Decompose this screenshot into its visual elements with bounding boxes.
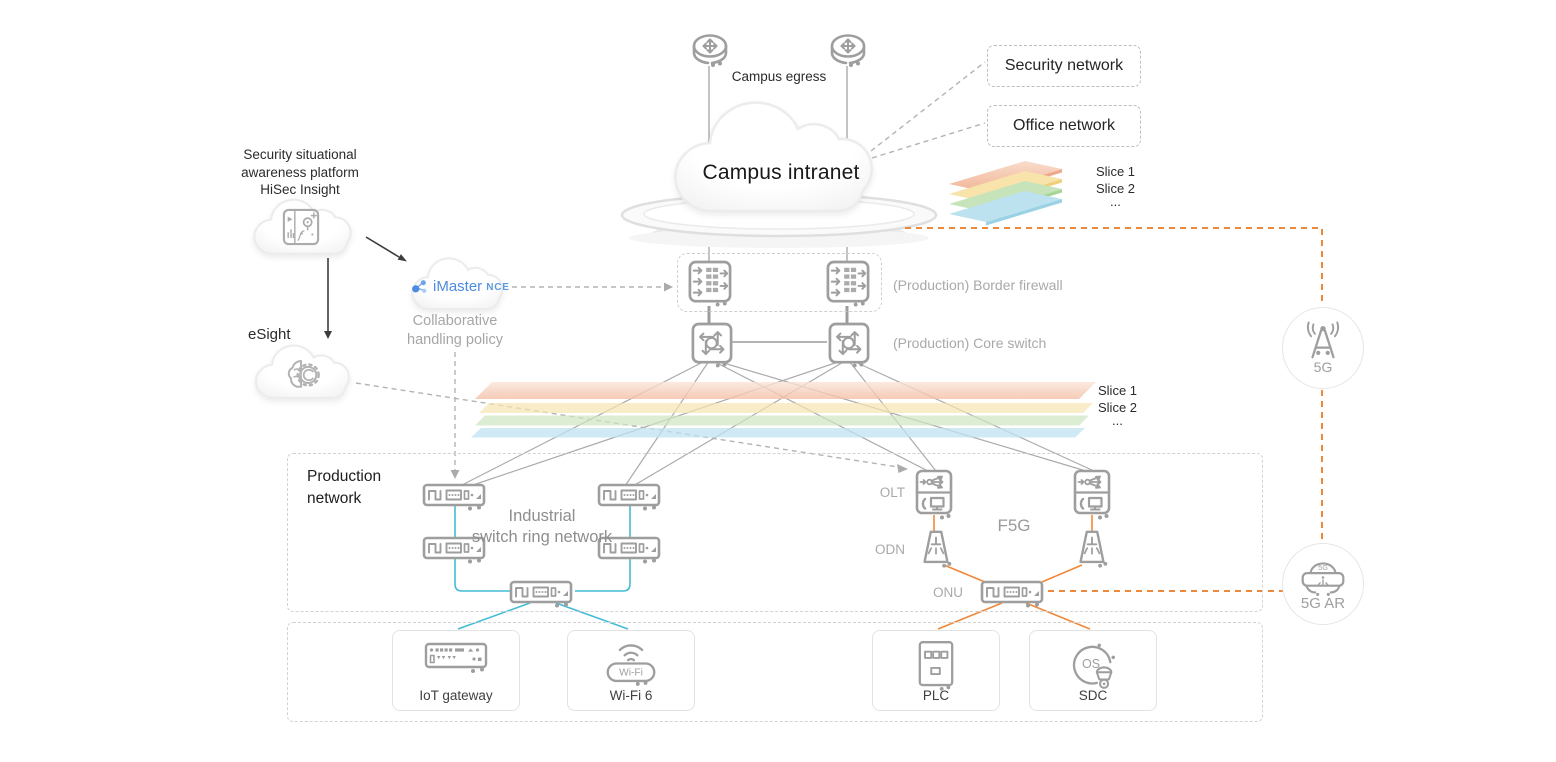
- hisec-line3: HiSec Insight: [260, 182, 340, 197]
- plc-card: PLC: [872, 630, 1000, 711]
- collab-policy-label: Collaborative handling policy: [407, 312, 503, 349]
- campus-egress-label: Campus egress: [731, 69, 827, 84]
- industrial-ring-line1: Industrial: [508, 507, 576, 525]
- slice-top-2-label: Slice 2: [1096, 181, 1136, 196]
- cloud-network-dashed-links: [870, 61, 986, 159]
- sdc-label: SDC: [1078, 688, 1108, 703]
- slice-mid-1-label: Slice 1: [1098, 383, 1138, 398]
- iot-gateway-card: IoT gateway: [392, 630, 520, 711]
- hisec-line1: Security situational: [243, 147, 357, 162]
- imaster-suffix-label: NCE: [486, 282, 510, 293]
- sdc-camera-icon: OS: [1067, 640, 1119, 692]
- slice-mid-more-label: ...: [1112, 413, 1123, 428]
- hisec-awareness-icon: [282, 208, 320, 246]
- collab-policy-line2: handling policy: [407, 331, 503, 348]
- esight-brain-gear-icon: [281, 355, 323, 393]
- svg-text:Wi-Fi: Wi-Fi: [619, 668, 643, 679]
- hisec-arrows: [324, 236, 407, 339]
- campus-intranet-cloud: [674, 101, 873, 213]
- five-g-ar-icon: 5G: [1294, 557, 1352, 597]
- egress-router-icon: [687, 32, 733, 72]
- industrial-ring-links: [454, 505, 631, 630]
- onu-icon: [980, 579, 1046, 609]
- imaster-logo: iMaster NCE: [410, 277, 510, 296]
- sdc-card: OS SDC: [1029, 630, 1157, 711]
- iot-gateway-label: IoT gateway: [419, 688, 493, 703]
- core-switch-icon: [828, 322, 870, 368]
- odn-icon: [917, 529, 955, 571]
- hisec-line2: awareness platform: [241, 164, 359, 180]
- firewall-core-links: [707, 306, 849, 343]
- security-network-box: Security network: [987, 45, 1141, 87]
- border-firewall-label: (Production) Border firewall: [893, 277, 1063, 293]
- office-network-label: Office network: [1013, 117, 1115, 134]
- slice-mid-2-label: Slice 2: [1098, 400, 1138, 415]
- wifi6-label: Wi-Fi 6: [609, 688, 653, 703]
- industrial-switch-icon: [597, 535, 663, 565]
- campus-intranet-label: Campus intranet: [702, 161, 860, 184]
- hisec-platform-label: Security situational awareness platform …: [241, 146, 359, 199]
- firewall-icon: [826, 260, 870, 308]
- industrial-switch-icon: [422, 535, 488, 565]
- production-network-label: Production network: [307, 466, 381, 509]
- egress-router-icon: [825, 32, 871, 72]
- slice-stack-mid: [471, 382, 1096, 438]
- olt-icon: [1073, 469, 1111, 521]
- border-firewall-box: [677, 253, 882, 312]
- olt-icon: [915, 469, 953, 521]
- wifi6-card: Wi-Fi Wi-Fi 6: [567, 630, 695, 711]
- industrial-switch-icon: [422, 482, 488, 512]
- f5g-label: F5G: [997, 516, 1031, 535]
- five-g-base-station: 5G: [1282, 307, 1364, 389]
- imaster-firewall-dashed: [512, 282, 673, 292]
- iot-gateway-icon: [424, 640, 488, 674]
- core-switch-label: (Production) Core switch: [893, 335, 1047, 351]
- imaster-dashed-down: [450, 352, 460, 479]
- industrial-ring-line2: switch ring network: [471, 528, 613, 546]
- imaster-molecule-icon: [410, 277, 429, 296]
- collab-policy-line1: Collaborative: [412, 313, 498, 329]
- core-switch-icon: [691, 322, 733, 368]
- five-g-ar-device: 5G 5G AR: [1282, 543, 1364, 625]
- five-g-antenna-icon: [1296, 321, 1350, 361]
- plc-icon: [916, 640, 956, 692]
- odn-icon: [1073, 529, 1111, 571]
- slice-top-1-label: Slice 1: [1096, 164, 1136, 179]
- slice-top-more-label: ...: [1110, 194, 1121, 209]
- five-g-label: 5G: [1313, 359, 1333, 375]
- terminal-layer-box: [287, 622, 1263, 722]
- slice-stack-top: [949, 161, 1062, 226]
- five-g-dashed-path: [905, 227, 1323, 592]
- wifi6-icon: Wi-Fi: [600, 640, 662, 687]
- svg-text:5G: 5G: [1318, 563, 1328, 572]
- five-g-ar-label: 5G AR: [1300, 594, 1346, 612]
- plc-label: PLC: [922, 688, 950, 703]
- imaster-brand-label: iMaster: [433, 278, 483, 295]
- office-network-box: Office network: [987, 105, 1141, 147]
- security-network-label: Security network: [1004, 57, 1124, 74]
- firewall-icon: [688, 260, 732, 308]
- production-network-line1: Production: [307, 468, 382, 485]
- production-network-box: [287, 453, 1263, 612]
- industrial-ring-label: Industrial switch ring network: [472, 506, 612, 548]
- odn-label: ODN: [875, 542, 905, 557]
- olt-label: OLT: [879, 485, 905, 500]
- industrial-switch-icon: [509, 579, 575, 609]
- svg-text:OS: OS: [1082, 657, 1100, 671]
- onu-label: ONU: [933, 585, 963, 600]
- production-network-line2: network: [307, 489, 362, 507]
- esight-label: eSight: [248, 326, 291, 343]
- industrial-switch-icon: [597, 482, 663, 512]
